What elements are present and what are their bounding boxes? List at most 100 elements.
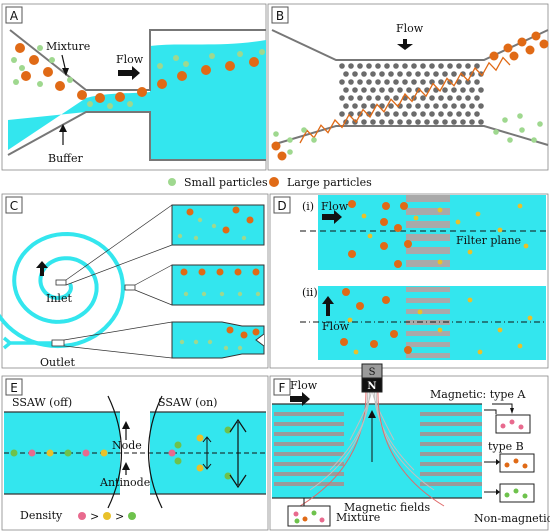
- pillar: [361, 103, 367, 109]
- pillar: [465, 63, 471, 69]
- pillar: [384, 95, 390, 101]
- pillar: [384, 63, 390, 69]
- panel-e-ssaw-off-label: SSAW (off): [12, 396, 72, 409]
- panel-e-antinode-arrowhead: [122, 462, 130, 470]
- pillar: [379, 71, 385, 77]
- magnetic-field-line: [374, 391, 415, 471]
- panel-a-flow-arrow-icon: [118, 66, 140, 80]
- small-particle: [287, 149, 293, 155]
- small-particle: [311, 137, 317, 143]
- panel-d-filter-bars: [406, 195, 450, 358]
- pillar: [456, 63, 462, 69]
- large-particle: [180, 268, 188, 276]
- small-particle: [437, 207, 443, 213]
- large-particle: [115, 92, 125, 102]
- pillar: [370, 87, 376, 93]
- large-particle: [404, 346, 412, 354]
- vial-particle: [293, 511, 299, 517]
- density-particle: [46, 449, 54, 457]
- pillar: [442, 87, 448, 93]
- vial-particle: [302, 516, 308, 522]
- panel-d-flow-ii-arrow-icon: [322, 296, 334, 316]
- pillar: [478, 87, 484, 93]
- pillar: [438, 79, 444, 85]
- small-particle: [173, 55, 179, 61]
- filter-bar: [406, 342, 450, 347]
- pillar: [393, 79, 399, 85]
- panel-c-zoom-outlet: [171, 321, 265, 359]
- pillar: [343, 87, 349, 93]
- panel-b-letter-box: [271, 6, 289, 24]
- pillar: [366, 63, 372, 69]
- large-particle: [137, 87, 147, 97]
- large-particle: [240, 331, 248, 339]
- large-particle: [21, 71, 31, 81]
- small-particle: [493, 129, 499, 135]
- panel-a-letter-box: [5, 6, 23, 24]
- small-particle: [127, 101, 133, 107]
- pillar: [433, 103, 439, 109]
- small-particle: [523, 243, 529, 249]
- pillar: [348, 79, 354, 85]
- small-particle: [517, 203, 523, 209]
- panel-c-outlet-split: [255, 333, 265, 347]
- panel-a-flow-label: Flow: [116, 53, 144, 66]
- filter-bar: [406, 298, 450, 303]
- small-particle: [259, 49, 265, 55]
- pillar: [429, 111, 435, 117]
- pillar: [474, 95, 480, 101]
- pillar: [379, 119, 385, 125]
- legend-small-particle-icon: [168, 178, 176, 186]
- panel-f-stripes: [274, 412, 482, 486]
- panel-d-filter-plane-label: Filter plane: [456, 234, 521, 247]
- large-particle: [216, 268, 224, 276]
- legend-large-particle-icon: [269, 177, 279, 187]
- panel-e-density-label: Density: [20, 509, 63, 522]
- vial-particle: [500, 423, 506, 429]
- large-particle: [394, 260, 402, 268]
- density-pink-dot: [78, 512, 86, 520]
- small-particle: [255, 291, 261, 297]
- stripe: [274, 462, 344, 466]
- small-particle: [107, 103, 113, 109]
- pillar: [438, 63, 444, 69]
- pillar: [370, 119, 376, 125]
- zoom-line: [65, 244, 173, 286]
- vial-particle: [513, 488, 519, 494]
- pillar: [384, 79, 390, 85]
- pillar: [451, 119, 457, 125]
- pillar: [339, 79, 345, 85]
- large-particle: [198, 268, 206, 276]
- panel-a-top-wall: [9, 29, 266, 91]
- pillar: [460, 119, 466, 125]
- pillar: [415, 71, 421, 77]
- vial-non-magnetic: [484, 483, 535, 503]
- density-particle: [82, 449, 90, 457]
- pillar: [447, 95, 453, 101]
- vial-non-magnetic-arrowhead: [496, 489, 500, 495]
- zoom-line: [63, 345, 173, 359]
- panel-c-particles: [177, 206, 261, 351]
- large-particle: [201, 65, 211, 75]
- panel-b-small-particles: [273, 113, 543, 155]
- large-particle: [489, 51, 499, 61]
- panel-d-flow-i-arrow-icon: [322, 210, 342, 224]
- panel-d-channel-i: [318, 195, 546, 270]
- stripe: [274, 422, 344, 426]
- pillar: [447, 63, 453, 69]
- small-particle: [467, 297, 473, 303]
- magnet-north-pole: [361, 377, 383, 393]
- pillar: [411, 79, 417, 85]
- large-particle: [370, 340, 378, 348]
- stripe: [420, 482, 482, 486]
- large-particle: [252, 328, 260, 336]
- panel-a-buffer-label: Buffer: [48, 152, 83, 165]
- pillar: [465, 111, 471, 117]
- panel-f-magnetic-field-lines: [299, 391, 445, 507]
- large-particle: [525, 45, 535, 55]
- panel-d: D (i) Flow Filter plane (ii) Flow: [269, 193, 549, 369]
- pillar: [370, 71, 376, 77]
- stripe: [420, 442, 482, 446]
- small-particle: [237, 345, 243, 351]
- panel-f-magnetic-fields-label: Magnetic fields: [344, 501, 430, 514]
